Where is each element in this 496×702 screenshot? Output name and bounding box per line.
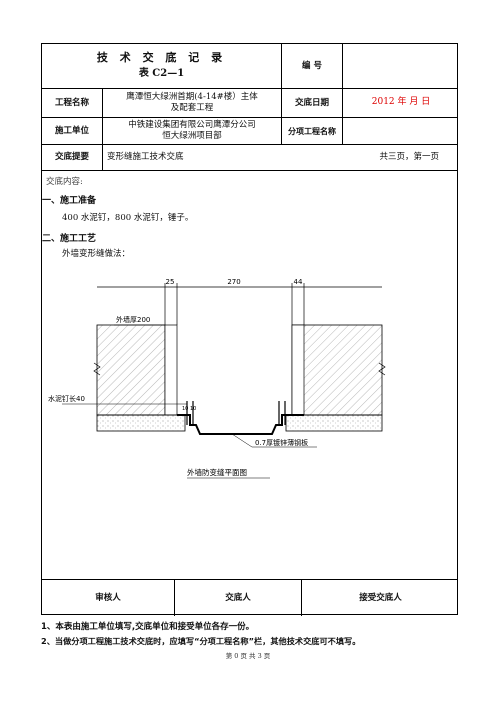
title-cell: 技 术 交 底 记 录 表 C2—1 xyxy=(42,44,282,88)
section2-text: 外墙变形缝做法： xyxy=(62,249,131,259)
project-row: 工程名称 鹰潭恒大绿洲首期(4-14#楼）主体 及配套工程 交底日期 2012 … xyxy=(42,89,457,118)
unit-value: 中铁建设集团有限公司鹰潭分公司 恒大绿洲项目部 xyxy=(103,118,282,144)
receiver-label: 接受交底人 xyxy=(359,592,402,603)
section1-title: 一、施工准备 xyxy=(42,196,97,206)
nail-length-label: 水泥钉长40 xyxy=(48,394,85,403)
expansion-joint-drawing: 25 270 44 外墙厚200 xyxy=(48,278,386,479)
summary-text: 变形缝施工技术交底 xyxy=(107,152,184,163)
project-name-line1: 鹰潭恒大绿洲首期(4-14#楼）主体 xyxy=(126,92,258,103)
unit-line2: 恒大绿洲项目部 xyxy=(162,131,222,141)
number-label: 编 号 xyxy=(282,44,343,88)
presenter-label: 交底人 xyxy=(175,580,302,616)
sub-project-label: 分项工程名称 xyxy=(282,118,343,144)
summary-value: 变形缝施工技术交底 共三页，第一页 xyxy=(103,145,459,170)
plate-label: 0.7厚镀锌薄钢板 xyxy=(255,438,308,447)
small-dimension-label: 10 10 xyxy=(182,406,196,412)
unit-label: 施工单位 xyxy=(42,118,103,144)
dim-mid-label: 270 xyxy=(227,278,240,286)
form-title: 技 术 交 底 记 录 xyxy=(96,51,227,65)
note-2: 2、当做分项工程施工技术交底时，应填写“分项工程名称”栏，其他技术交底可不填写。 xyxy=(41,636,361,646)
dim-left-label: 25 xyxy=(166,278,175,286)
right-finish-layer xyxy=(285,414,383,432)
note-1: 1、本表由施工单位填写,交底单位和接受单位各存一份。 xyxy=(41,622,255,632)
summary-pages: 共三页，第一页 xyxy=(379,152,439,163)
date-value[interactable]: 2012 年 月 日 xyxy=(371,97,431,108)
project-name-label: 工程名称 xyxy=(42,89,103,117)
left-plaster xyxy=(164,324,178,416)
nails xyxy=(186,401,286,425)
left-wall xyxy=(96,324,166,416)
page-number: 第 0 页 共 3 页 xyxy=(225,652,271,660)
right-break-mark xyxy=(378,362,386,376)
left-break-mark xyxy=(93,362,101,376)
section1-text: 400 水泥钉，800 水泥钉，锤子。 xyxy=(62,213,194,223)
date-label: 交底日期 xyxy=(282,89,343,117)
briefing-content: 交底内容: 一、施工准备 400 水泥钉，800 水泥钉，锤子。 二、施工工艺 … xyxy=(42,171,457,580)
signature-row: 审核人 交底人 接受交底人 xyxy=(42,580,457,616)
drawing-caption: 外墙防变缝平面图 xyxy=(187,467,247,477)
reviewer-label: 审核人 xyxy=(42,580,175,616)
number-value[interactable] xyxy=(343,44,459,88)
dimension-line xyxy=(97,283,382,325)
section2-title: 二、施工工艺 xyxy=(42,234,97,244)
left-finish-layer xyxy=(96,414,186,432)
plate-label-leader xyxy=(231,433,253,448)
summary-label: 交底提要 xyxy=(42,145,103,170)
right-wall xyxy=(291,324,383,416)
unit-row: 施工单位 中铁建设集团有限公司鹰潭分公司 恒大绿洲项目部 分项工程名称 xyxy=(42,118,457,145)
right-plaster xyxy=(291,324,305,416)
summary-row: 交底提要 变形缝施工技术交底 共三页，第一页 xyxy=(42,145,457,171)
project-name-line2: 及配套工程 xyxy=(170,103,214,113)
sub-project-value[interactable] xyxy=(343,118,459,144)
dim-right-label: 44 xyxy=(294,278,303,286)
unit-line1: 中铁建设集团有限公司鹰潭分公司 xyxy=(128,120,256,131)
project-name-value: 鹰潭恒大绿洲首期(4-14#楼）主体 及配套工程 xyxy=(103,89,282,117)
technical-briefing-form: 技 术 交 底 记 录 表 C2—1 编 号 工程名称 鹰潭恒大绿洲首期(4-1… xyxy=(41,43,458,616)
form-code: 表 C2—1 xyxy=(138,68,185,80)
wall-thickness-label: 外墙厚200 xyxy=(116,315,150,324)
galvanized-steel-plate xyxy=(177,414,304,435)
title-row: 技 术 交 底 记 录 表 C2—1 编 号 xyxy=(42,44,457,89)
content-intro: 交底内容: xyxy=(46,177,83,187)
